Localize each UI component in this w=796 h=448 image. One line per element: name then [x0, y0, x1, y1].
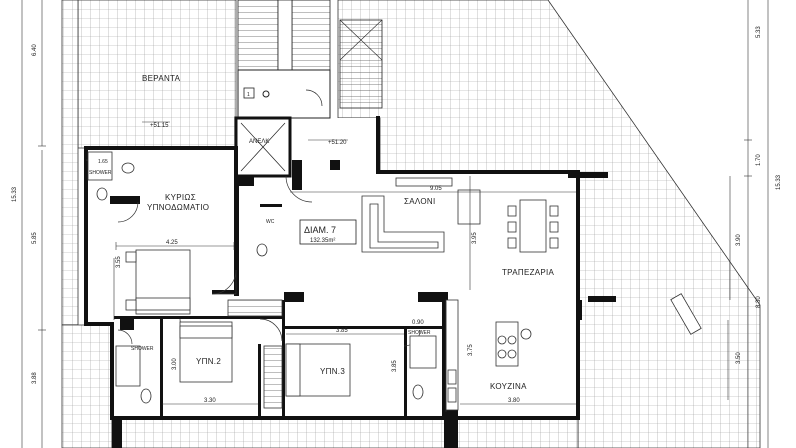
- terrace-planter: [670, 293, 702, 335]
- dim-905: 9.05: [430, 186, 442, 192]
- apartment-tag: ΔΙΑΜ. 7 132.35m²: [299, 219, 357, 245]
- dim-533: 5.33: [756, 26, 762, 38]
- dim-390: 3.90: [736, 234, 742, 246]
- dim-385-h: 3.85: [336, 328, 348, 334]
- dimension-lines: [21, 0, 769, 448]
- terrace-tiles: [61, 0, 761, 448]
- stair-upper-right: [339, 19, 383, 109]
- shower-label-1: SHOWER: [89, 170, 112, 176]
- stair-right-flight: [291, 0, 331, 71]
- master-bedroom-label-1: ΚΥΡΙΩΣ: [165, 193, 196, 202]
- dim-170: 1.70: [756, 154, 762, 166]
- dim-375: 3.75: [468, 344, 474, 356]
- elevator-label: ΑΝΕΛΚ: [249, 139, 269, 145]
- kitchen-label: ΚΟΥΖΙΝΑ: [490, 382, 527, 391]
- walls: [84, 116, 616, 448]
- wc-label: WC: [266, 219, 275, 225]
- apartment-label: ΔΙΑΜ. 7: [304, 225, 336, 235]
- dim-165: 1.65: [98, 159, 108, 165]
- dim-380: 3.80: [508, 398, 520, 404]
- dimension-texts-vertical: 6.40 15.33 5.85 3.55 3.88 3.95 3.00 3.85…: [12, 26, 782, 384]
- master-bedroom-label-2: ΥΠΝΟΔΩΜΑΤΙΟ: [147, 203, 209, 212]
- dim-385-v: 3.85: [392, 360, 398, 372]
- level-landing: +51.20: [328, 140, 347, 146]
- dim-350: 3.50: [736, 352, 742, 364]
- bedroom-3-label: ΥΠΝ.3: [320, 367, 345, 376]
- labels: ΒΕΡΑΝΤΑ ΚΥΡΙΩΣ ΥΠΝΟΔΩΜΑΤΙΟ ΣΑΛΟΝΙ ΤΡΑΠΕΖ…: [89, 74, 555, 391]
- shower-label-2: SHOWER: [131, 346, 154, 352]
- veranda-label: ΒΕΡΑΝΤΑ: [142, 74, 181, 83]
- terrace-bottom-strip: [111, 417, 579, 448]
- furniture: [87, 151, 702, 411]
- dim-1533-right: 15.33: [776, 174, 782, 190]
- terrace-left-bottom: [61, 324, 113, 448]
- shower-label-3: SHOWER: [408, 330, 431, 336]
- dim-585: 5.85: [32, 232, 38, 244]
- stair-left-flight: [237, 0, 279, 71]
- stair-tag-box: [243, 87, 255, 99]
- dim-830: 8.30: [756, 296, 762, 308]
- dim-090: 0.90: [412, 320, 424, 326]
- living-room-label: ΣΑΛΟΝΙ: [404, 197, 435, 206]
- bedroom-2-label: ΥΠΝ.2: [196, 357, 221, 366]
- dim-1533-left: 15.33: [12, 186, 18, 202]
- stair-tag: 1: [247, 92, 250, 98]
- dim-355: 3.55: [116, 256, 122, 268]
- dim-388: 3.88: [32, 372, 38, 384]
- dim-395: 3.95: [472, 232, 478, 244]
- apartment-area: 132.35m²: [310, 238, 335, 244]
- dimension-texts: 4.25 9.05 3.85 0.90 3.30 3.80 1.65: [98, 159, 520, 404]
- terrace-left-column: [61, 0, 79, 326]
- level-terrace: +51.15: [150, 123, 169, 129]
- dim-425: 4.25: [166, 240, 178, 246]
- dim-300: 3.00: [172, 358, 178, 370]
- stair-core: 1 ΑΝΕΛΚ: [234, 0, 383, 178]
- dim-330: 3.30: [204, 398, 216, 404]
- kitchen-island: [495, 321, 519, 367]
- dim-640: 6.40: [32, 44, 38, 56]
- dining-label: ΤΡΑΠΕΖΑΡΙΑ: [502, 268, 555, 277]
- dining-table: [519, 199, 547, 253]
- sofa: [361, 195, 445, 253]
- stair-pivot-icon: [262, 90, 270, 98]
